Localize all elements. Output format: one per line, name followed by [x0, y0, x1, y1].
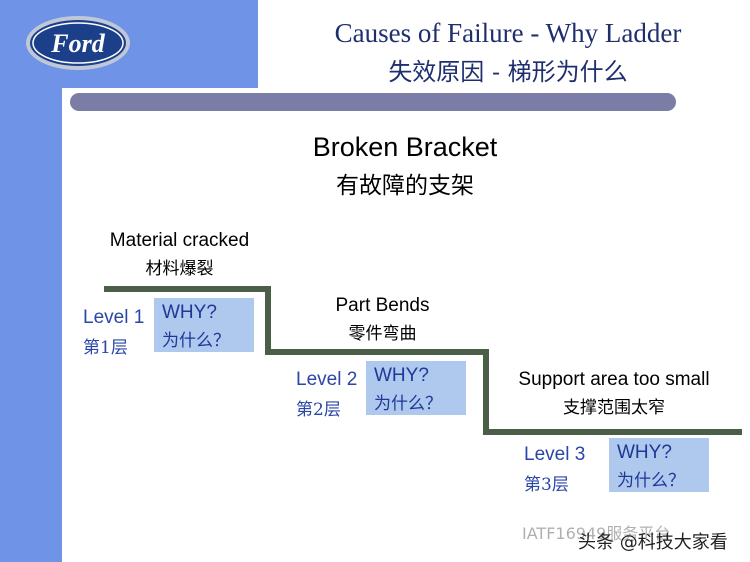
level-3-label: Level 3 第3层 [524, 444, 585, 495]
why-2-en: WHY? [374, 365, 429, 386]
main-heading-zh: 有故障的支架 [336, 173, 474, 199]
step-1-text-zh: 材料爆裂 [145, 259, 214, 279]
why-box-2: WHY? 为什么？ [366, 361, 466, 415]
step-1-label: Material cracked 材料爆裂 [92, 230, 267, 279]
watermark-source: IATF16949服务平台 [522, 524, 671, 543]
step-2-text-zh: 零件弯曲 [348, 324, 417, 344]
why-box-1: WHY? 为什么？ [154, 298, 254, 352]
slide-title-zh: 失效原因 - 梯形为什么 [388, 58, 628, 86]
step-3-text-en: Support area too small [518, 369, 710, 390]
main-heading-en: Broken Bracket [312, 132, 498, 162]
step-1-text-en: Material cracked [109, 230, 250, 251]
level-1-en: Level 1 [83, 307, 145, 328]
level-2-en: Level 2 [296, 369, 358, 390]
why-3-zh: 为什么？ [617, 471, 685, 491]
why-3-en: WHY? [617, 442, 672, 463]
ford-logo: Ford [26, 16, 130, 70]
level-1-zh: 第1层 [83, 338, 128, 358]
step-2-text-en: Part Bends [335, 295, 430, 316]
slide-title-en: Causes of Failure - Why Ladder [334, 18, 682, 48]
why-1-zh: 为什么？ [162, 331, 230, 351]
level-2-zh: 第2层 [296, 400, 341, 420]
level-2-label: Level 2 第2层 [296, 369, 357, 420]
step-3-text-zh: 支撑范围太窄 [563, 398, 665, 418]
svg-text:Ford: Ford [50, 29, 105, 58]
left-color-band [0, 0, 62, 562]
why-2-zh: 为什么？ [374, 394, 442, 414]
watermark-overlay: 头条 @科技大家看 [578, 532, 728, 553]
why-box-3: WHY? 为什么？ [609, 438, 709, 492]
level-3-zh: 第3层 [524, 475, 569, 495]
level-3-en: Level 3 [524, 444, 586, 465]
title-divider-bar [70, 93, 676, 111]
why-1-en: WHY? [162, 302, 217, 323]
step-2-label: Part Bends 零件弯曲 [310, 295, 455, 344]
level-1-label: Level 1 第1层 [83, 307, 144, 358]
step-3-label: Support area too small 支撑范围太窄 [500, 369, 728, 418]
